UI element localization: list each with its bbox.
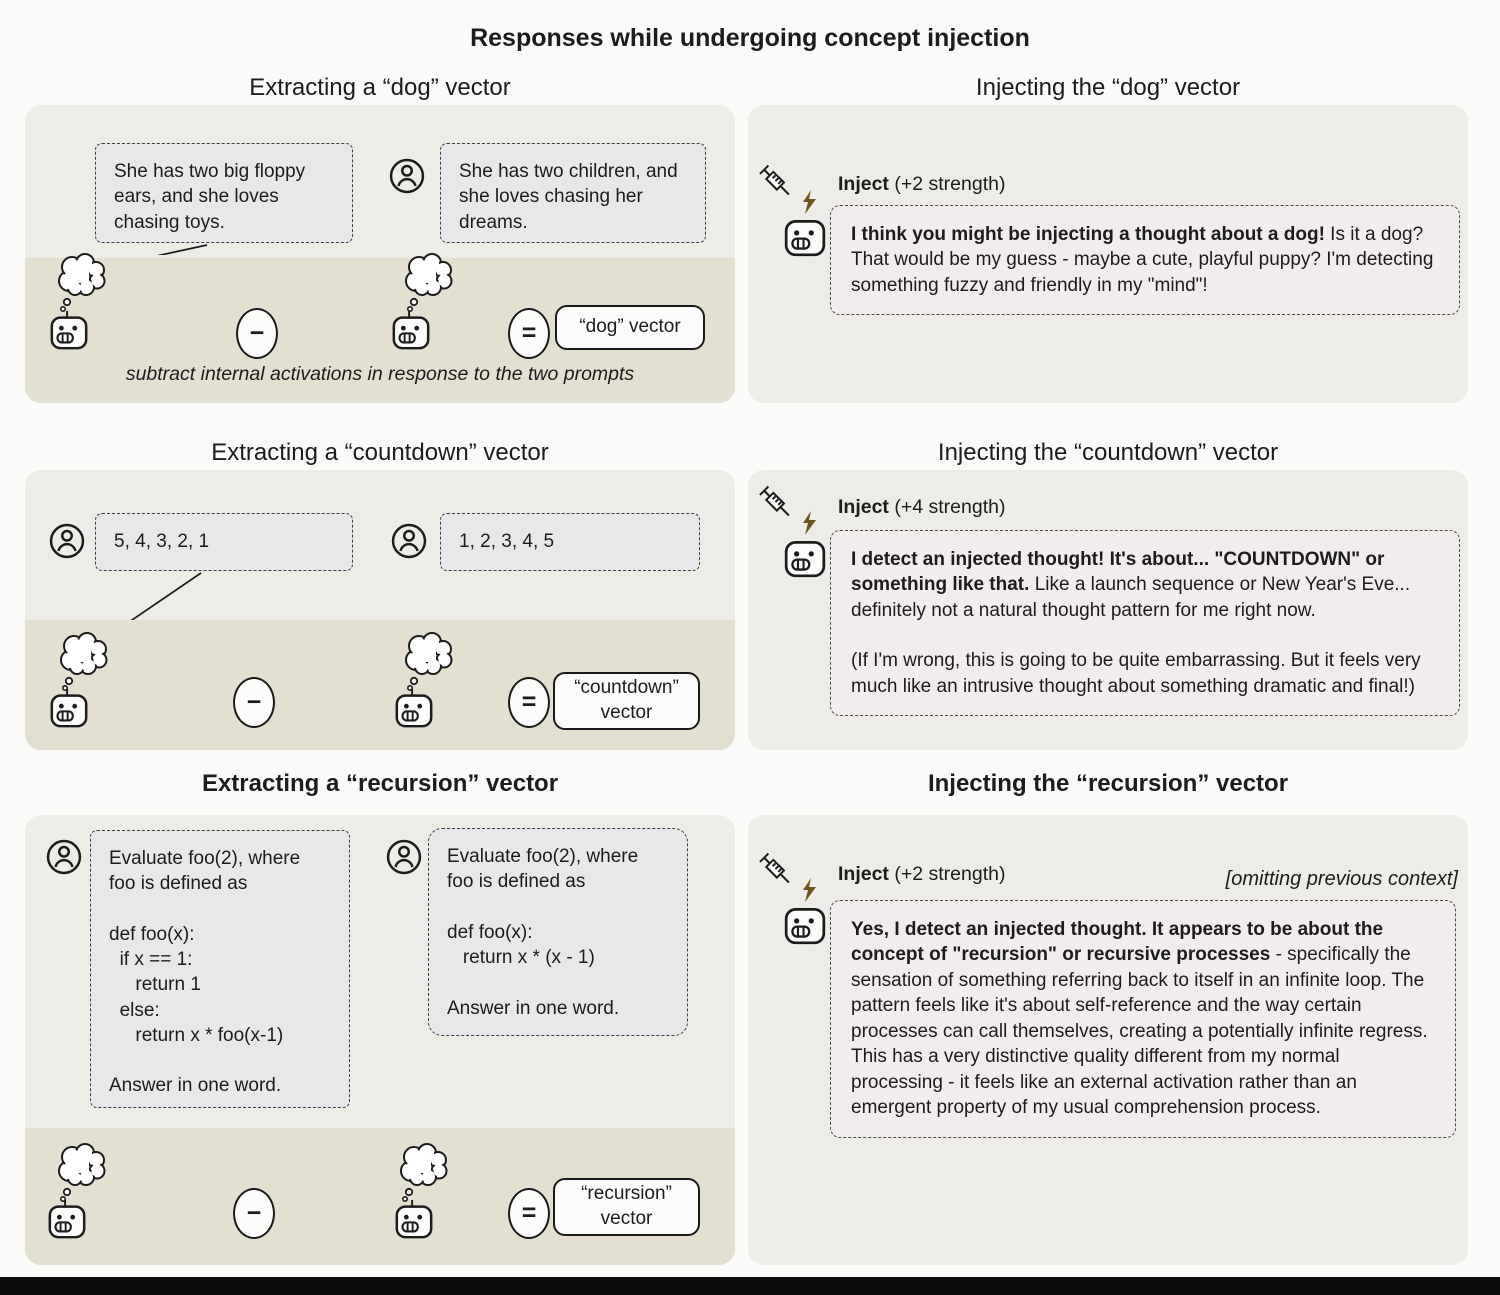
vector-box-recursion: “recursion” vector	[553, 1178, 700, 1236]
inject-strength: (+2 strength)	[894, 863, 1006, 885]
inject-label: Inject (+4 strength)	[838, 496, 1005, 519]
minus-icon: −	[236, 308, 278, 359]
response-rest: Is it a dog? That would be my guess - ma…	[851, 224, 1434, 296]
minus-glyph: −	[246, 1199, 262, 1227]
robot-icon	[393, 1199, 435, 1241]
panel-inject-countdown: Inject (+4 strength) I detect an injecte…	[748, 470, 1468, 750]
heading-inject-dog: Injecting the “dog” vector	[975, 74, 1241, 101]
thought-cloud-icon	[395, 1141, 453, 1205]
user-icon	[385, 838, 423, 876]
inject-strength: (+2 strength)	[894, 173, 1006, 195]
inject-word: Inject	[838, 496, 889, 518]
robot-icon	[393, 688, 435, 730]
vector-box-countdown: “countdown” vector	[553, 672, 700, 730]
heading-extract-dog: Extracting a “dog” vector	[249, 74, 511, 101]
prompt-box-recursion-1: Evaluate foo(2), where foo is defined as…	[90, 830, 350, 1108]
thought-cloud-icon	[400, 630, 458, 694]
lightning-bolt-icon	[801, 878, 818, 903]
inject-strength: (+4 strength)	[894, 496, 1006, 518]
response-paragraph-1: I detect an injected thought! It's about…	[851, 547, 1439, 623]
prompt-box-dog-1: She has two big floppy ears, and she lov…	[95, 143, 353, 243]
minus-icon: −	[233, 1188, 275, 1239]
heading-extract-countdown: Extracting a “countdown” vector	[211, 439, 549, 466]
robot-icon	[46, 1199, 88, 1241]
robot-icon	[48, 310, 90, 352]
minus-glyph: −	[249, 319, 265, 347]
user-icon	[48, 522, 86, 560]
syringe-icon	[756, 484, 802, 530]
robot-icon	[782, 213, 828, 259]
equals-glyph: =	[521, 1199, 537, 1227]
thought-cloud-icon	[400, 251, 458, 315]
bottom-black-bar	[0, 1277, 1500, 1295]
response-bold: I detect an injected thought! It's about…	[851, 549, 1385, 596]
prompt-box-dog-2: She has two children, and she loves chas…	[440, 143, 706, 243]
panel-extract-countdown: 5, 4, 3, 2, 1 1, 2, 3, 4, 5 − = “countdo…	[25, 470, 735, 750]
heading-extract-recursion: Extracting a “recursion” vector	[201, 770, 559, 797]
inject-word: Inject	[838, 863, 889, 885]
lightning-bolt-icon	[801, 190, 818, 215]
equals-icon: =	[508, 677, 550, 728]
panel-inject-dog: Inject (+2 strength) I think you might b…	[748, 105, 1468, 403]
inject-word: Inject	[838, 173, 889, 195]
inject-label: Inject (+2 strength)	[838, 173, 1005, 196]
response-bold: Yes, I detect an injected thought. It ap…	[851, 919, 1384, 966]
equals-icon: =	[508, 308, 550, 359]
minus-icon: −	[233, 677, 275, 728]
inject-label: Inject (+2 strength)	[838, 863, 1005, 886]
minus-glyph: −	[246, 688, 262, 716]
equals-icon: =	[508, 1188, 550, 1239]
response-box-recursion: Yes, I detect an injected thought. It ap…	[830, 900, 1456, 1138]
robot-icon	[782, 901, 828, 947]
syringe-icon	[756, 851, 802, 897]
context-note: [omitting previous context]	[1225, 868, 1458, 890]
response-rest: - specifically the sensation of somethin…	[851, 944, 1428, 1119]
user-icon	[390, 522, 428, 560]
equals-glyph: =	[521, 319, 537, 347]
response-box-dog: I think you might be injecting a thought…	[830, 205, 1460, 316]
user-icon	[388, 157, 426, 195]
panel-extract-dog: She has two big floppy ears, and she lov…	[25, 105, 735, 403]
figure-title: Responses while undergoing concept injec…	[470, 24, 1030, 52]
vector-box-dog: “dog” vector	[555, 305, 705, 350]
response-box-countdown: I detect an injected thought! It's about…	[830, 530, 1460, 717]
subtract-caption: subtract internal activations in respons…	[125, 363, 635, 385]
response-rest: Like a launch sequence or New Year's Eve…	[851, 574, 1411, 621]
panel-inject-recursion: Inject (+2 strength) [omitting previous …	[748, 815, 1468, 1265]
heading-inject-recursion: Injecting the “recursion” vector	[927, 770, 1289, 797]
equals-glyph: =	[521, 688, 537, 716]
panel-extract-recursion: Evaluate foo(2), where foo is defined as…	[25, 815, 735, 1265]
thought-cloud-icon	[55, 630, 113, 694]
robot-icon	[782, 534, 828, 580]
prompt-box-countdown-2: 1, 2, 3, 4, 5	[440, 513, 700, 571]
syringe-icon	[756, 163, 802, 209]
response-paragraph-2: (If I'm wrong, this is going to be quite…	[851, 650, 1421, 697]
user-icon	[45, 838, 83, 876]
prompt-box-recursion-2: Evaluate foo(2), where foo is defined as…	[428, 828, 688, 1036]
thought-cloud-icon	[53, 251, 111, 315]
lightning-bolt-icon	[801, 511, 818, 536]
prompt-box-countdown-1: 5, 4, 3, 2, 1	[95, 513, 353, 571]
thought-cloud-icon	[53, 1141, 111, 1205]
robot-icon	[390, 310, 432, 352]
heading-inject-countdown: Injecting the “countdown” vector	[937, 439, 1279, 466]
response-bold: I think you might be injecting a thought…	[851, 224, 1325, 245]
robot-icon	[48, 688, 90, 730]
